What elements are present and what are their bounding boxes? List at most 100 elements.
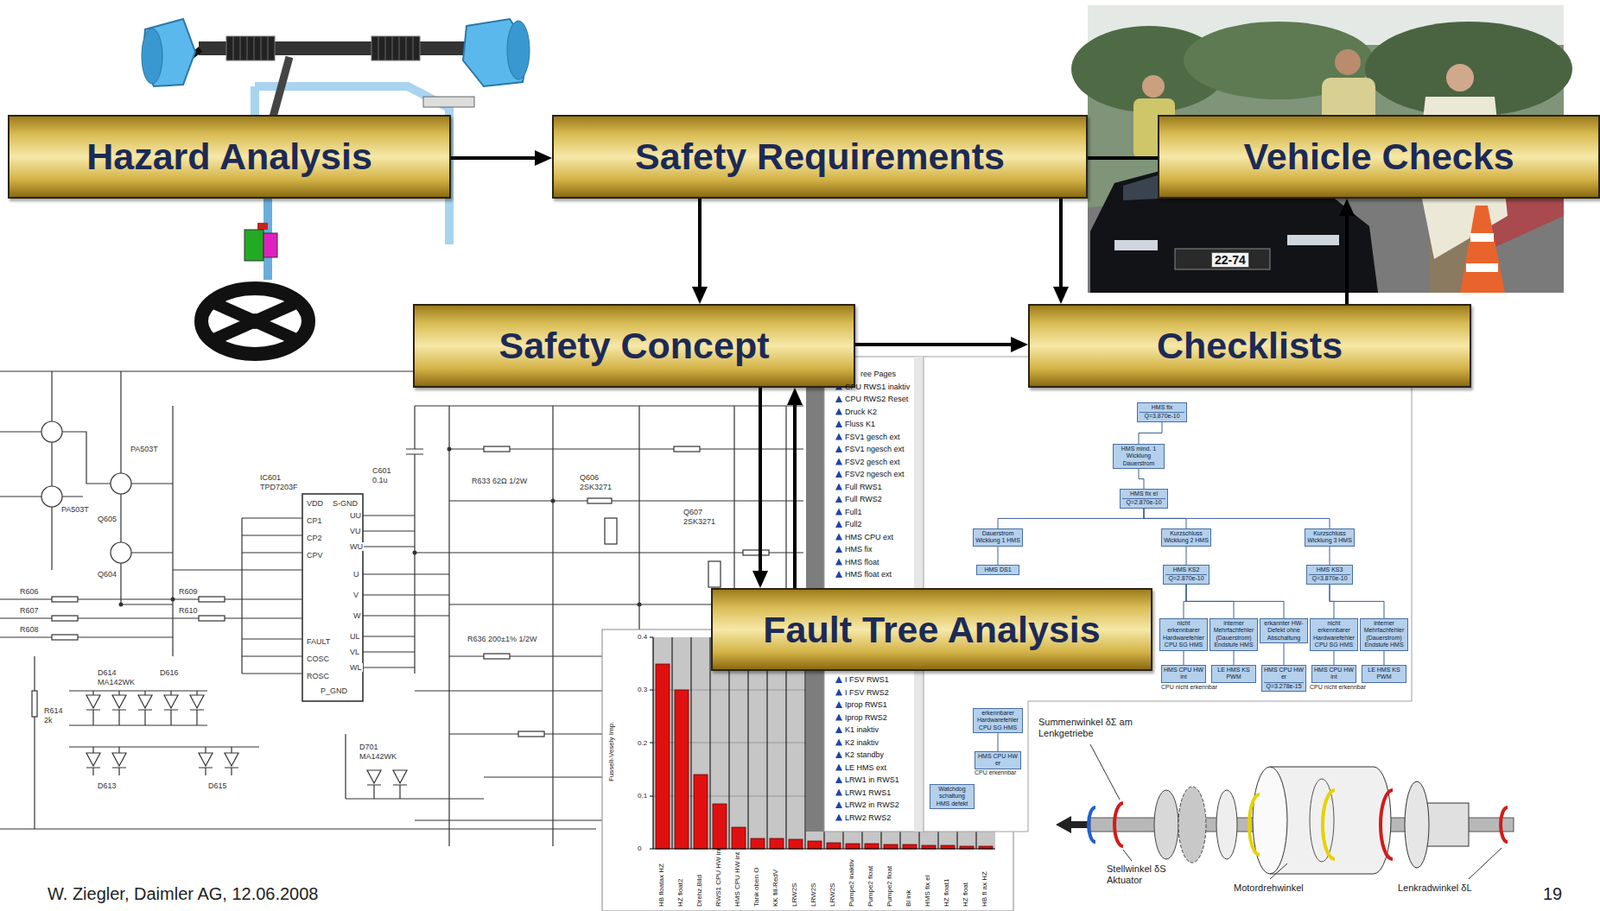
tree-item: Fluss K1 — [844, 419, 876, 429]
fault-tree-event: HMS fix elQ=2.870e-10 — [1119, 488, 1169, 509]
steering-system-illustration-part — [201, 288, 309, 355]
steering-actuator-drawing-part-part — [1114, 803, 1124, 847]
circuit-schematic-part-part — [51, 596, 78, 603]
bar-chart-part-part — [883, 844, 898, 850]
bar-chart-part-part — [788, 839, 803, 850]
tree-icon — [835, 470, 843, 478]
steering-actuator-drawing-part — [1216, 790, 1238, 860]
tree-item: Full2 — [844, 520, 863, 529]
circuit-schematic-part-part — [0, 371, 804, 657]
circuit-schematic-part-part — [51, 615, 78, 622]
event-text: erkannter HW-Defekt ohne Abschaltung — [1262, 620, 1306, 642]
component-label: D701 — [358, 742, 380, 752]
connector-line — [1059, 198, 1063, 288]
fault-tree-event: Kurzschluss Wicklung 3 HMS — [1304, 528, 1355, 547]
connector — [997, 508, 1144, 529]
connector — [1143, 508, 1330, 529]
component-label: R609 — [177, 587, 199, 597]
connector-line — [1329, 584, 1385, 619]
circuit-schematic-part-part — [362, 406, 450, 674]
steering-system-illustration-part — [423, 96, 475, 108]
component-label: WU — [349, 542, 364, 552]
connector — [855, 336, 1029, 353]
steering-system-illustration-part — [247, 313, 263, 330]
vehicle-photo-part — [1466, 263, 1499, 273]
connector-line — [1087, 156, 1158, 160]
tree-icon — [835, 395, 843, 403]
circuit-schematic-part-part — [302, 494, 363, 702]
box-title: Safety Requirements — [634, 135, 1005, 178]
circuit-schematic-part-part — [587, 498, 612, 504]
process-box: Fault Tree Analysis — [711, 588, 1153, 672]
fault-tree-event: interner Mehrfachfehler (Dauerstrom) End… — [1209, 618, 1258, 652]
bar-chart-part-part — [731, 827, 746, 850]
tree-item: Full RWS2 — [844, 495, 883, 504]
connector-line — [793, 404, 797, 589]
fault-tree-event: Watchdog schaltung HMS defekt — [929, 784, 975, 810]
steering-system-illustration-part — [263, 233, 278, 258]
tree-item: FSV1 gesch ext — [844, 432, 901, 442]
component-label: FAULT — [305, 637, 331, 647]
connector — [1087, 158, 1158, 159]
circuit-schematic-part-part — [412, 551, 418, 556]
tree-icon — [835, 445, 843, 453]
event-text: erkennbarer Hardwarefehler CPU SG HMS — [975, 710, 1021, 732]
event-note: CPU nicht erkennbar — [1309, 684, 1366, 692]
axis-category: Pumpe2 float — [867, 866, 875, 908]
arrowhead — [752, 571, 769, 589]
event-text: nicht erkennbarer Hardwarefehler CPU SG … — [1161, 620, 1206, 650]
fault-tree-event: HMS KS2Q=2.870e-10 — [1162, 565, 1210, 585]
axis-title: Fussell-Vesely Imp. — [608, 722, 616, 782]
tree-icon — [835, 789, 843, 797]
event-text: Kurzschluss Wicklung 2 HMS — [1163, 530, 1209, 546]
tree-icon — [835, 558, 843, 566]
fault-tree-event: HMS mind. 1 Wicklung Dauerstrom — [1112, 444, 1165, 470]
component-label: R614 — [43, 706, 64, 716]
vehicle-photo-part — [1114, 240, 1158, 251]
tree-icon — [835, 408, 843, 416]
connector — [1186, 546, 1188, 566]
connector-line — [997, 733, 999, 752]
axis-category: HMS fix el — [924, 876, 932, 908]
axis-tick: 0 — [637, 844, 642, 853]
arrowhead — [787, 387, 803, 406]
component-label: 0.1u — [371, 476, 389, 485]
circuit-schematic-part-part — [119, 603, 124, 608]
circuit-schematic-part-part — [551, 499, 556, 504]
fault-tree-event: HMS CPU HW int — [1311, 665, 1357, 684]
circuit-schematic-part — [0, 351, 807, 851]
component-label: PA503T — [60, 505, 90, 515]
steering-actuator-drawing-part-part — [1249, 794, 1260, 856]
component-label: UU — [349, 511, 362, 521]
steering-system-illustration-part — [226, 36, 420, 61]
angle-label: Motordrehwinkel — [1233, 882, 1304, 895]
tree-icon — [835, 508, 843, 516]
tree-icon — [835, 701, 843, 709]
event-text: LE HMS KS PWM — [1364, 666, 1404, 682]
axis-category: HZ float1 — [943, 879, 951, 908]
component-label: CP2 — [305, 533, 324, 543]
component-label: TPD7203F — [259, 482, 299, 492]
box-title: Fault Tree Analysis — [762, 609, 1100, 652]
axis-category: LRW2S — [829, 883, 837, 908]
component-label: R610 — [177, 606, 199, 616]
component-label: CP1 — [305, 516, 324, 526]
component-label: COSC — [305, 654, 331, 664]
event-text: LE HMS KS PWM — [1213, 666, 1254, 682]
circuit-schematic-part-part — [708, 561, 721, 588]
connector-line — [1138, 422, 1162, 445]
component-label: C601 — [371, 466, 393, 476]
circuit-schematic-part-part — [41, 421, 63, 443]
tree-icon — [835, 520, 843, 528]
axis-category: HZ float2 — [677, 879, 685, 908]
bar-chart-part-part — [655, 664, 670, 850]
tree-icon — [835, 458, 843, 466]
connector — [692, 198, 708, 305]
axis-tick: 0.3 — [637, 685, 648, 694]
connector — [1329, 546, 1331, 566]
fault-tree-event: HMS KS3Q=3.870e-10 — [1306, 565, 1353, 585]
connector — [997, 546, 999, 566]
steering-actuator-drawing — [1030, 714, 1531, 899]
steering-system-illustration-part — [507, 20, 530, 80]
event-note: CPU erkennbar — [974, 769, 1016, 777]
